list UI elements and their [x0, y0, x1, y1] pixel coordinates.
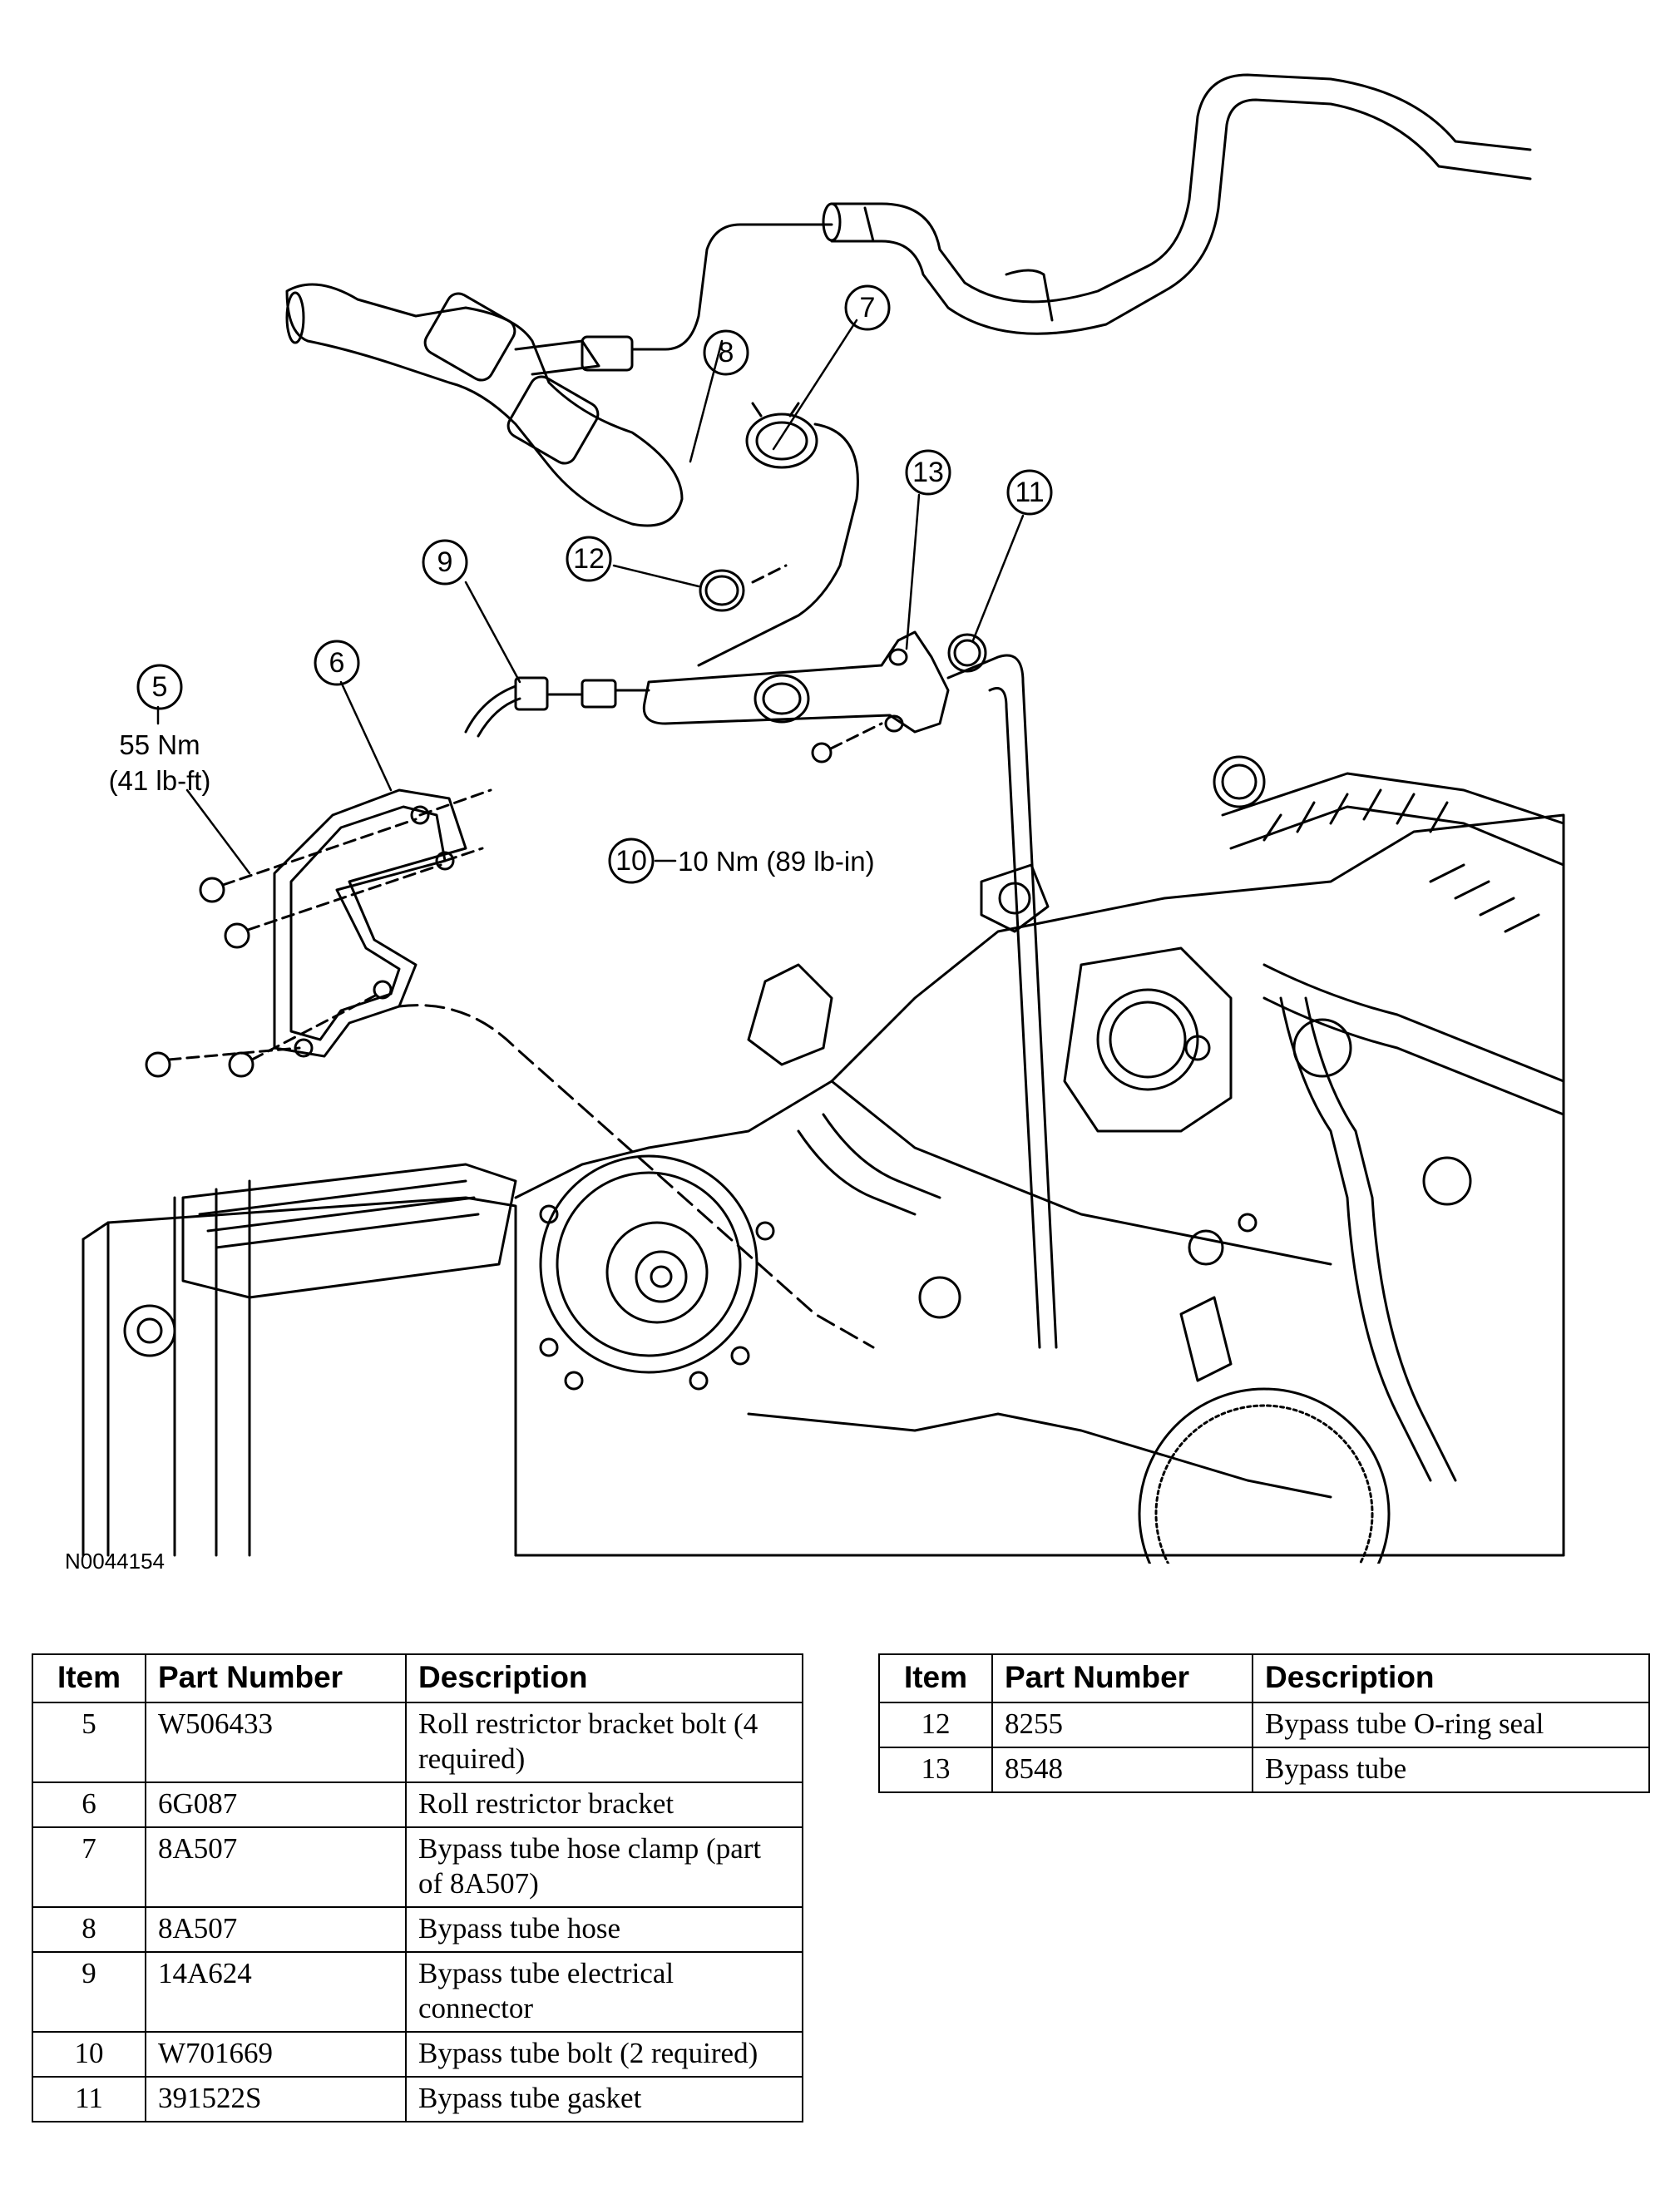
- cell-description: Bypass tube O-ring seal: [1252, 1702, 1650, 1748]
- engine-block: [514, 813, 1565, 1564]
- radiator: [82, 1163, 517, 1557]
- table-row: 11 391522S Bypass tube gasket: [32, 2076, 803, 2122]
- callout-6: 6: [329, 647, 345, 679]
- cell-part-number: 8548: [991, 1747, 1253, 1793]
- cell-part-number: 6G087: [145, 1781, 407, 1828]
- parts-table-right: Item Part Number Description 12 8255 Byp…: [878, 1653, 1650, 1793]
- callout-7: 7: [860, 292, 876, 324]
- cell-description: Bypass tube electrical connector: [405, 1951, 803, 2033]
- header-part-number: Part Number: [991, 1653, 1253, 1703]
- table-row: 9 14A624 Bypass tube electrical connecto…: [32, 1951, 803, 2033]
- callout-5: 5: [152, 671, 168, 703]
- cell-description: Roll restrictor bracket bolt (4 required…: [405, 1702, 803, 1783]
- cell-part-number: 8A507: [145, 1826, 407, 1908]
- callout-13: 13: [912, 457, 944, 488]
- header-description: Description: [1252, 1653, 1650, 1703]
- table-header-row: Item Part Number Description: [878, 1653, 1650, 1703]
- cell-part-number: 14A624: [145, 1951, 407, 2033]
- callout-10: 10: [615, 845, 647, 877]
- roll-restrictor-bracket: [273, 788, 492, 1058]
- intake-manifold: [1213, 755, 1565, 1206]
- callout-12: 12: [573, 543, 605, 575]
- bypass-tube: [642, 630, 1058, 1349]
- torque-10: 10 Nm (89 lb-in): [678, 846, 875, 877]
- table-row: 5 W506433 Roll restrictor bracket bolt (…: [32, 1702, 803, 1783]
- cell-item: 13: [878, 1747, 993, 1793]
- callout-circles: [136, 284, 1053, 884]
- cell-part-number: W701669: [145, 2031, 407, 2078]
- table-header-row: Item Part Number Description: [32, 1653, 803, 1703]
- cell-description: Roll restrictor bracket: [405, 1781, 803, 1828]
- cell-item: 11: [32, 2076, 146, 2122]
- torque-5-metric: 55 Nm: [119, 729, 200, 760]
- cell-description: Bypass tube hose: [405, 1906, 803, 1953]
- exploded-view-diagram: 5 6 7 8 9 10 11 12 13 55 Nm (41 lb-ft) 1…: [82, 73, 1565, 1564]
- cell-item: 7: [32, 1826, 146, 1908]
- cell-item: 8: [32, 1906, 146, 1953]
- cell-part-number: 8255: [991, 1702, 1253, 1748]
- header-part-number: Part Number: [145, 1653, 407, 1703]
- engine-details: [747, 863, 1457, 1482]
- table-row: 6 6G087 Roll restrictor bracket: [32, 1781, 803, 1828]
- water-pump: [539, 1154, 775, 1391]
- cell-description: Bypass tube gasket: [405, 2076, 803, 2122]
- cell-item: 5: [32, 1702, 146, 1783]
- cell-part-number: 391522S: [145, 2076, 407, 2122]
- table-row: 12 8255 Bypass tube O-ring seal: [878, 1702, 1650, 1748]
- table-row: 10 W701669 Bypass tube bolt (2 required): [32, 2031, 803, 2078]
- table-row: 8 8A507 Bypass tube hose: [32, 1906, 803, 1953]
- header-item: Item: [878, 1653, 993, 1703]
- cell-item: 6: [32, 1781, 146, 1828]
- torque-5-imperial: (41 lb-ft): [109, 765, 211, 796]
- parts-table-left: Item Part Number Description 5 W506433 R…: [32, 1653, 803, 2122]
- cell-item: 10: [32, 2031, 146, 2078]
- hose-clamp: [745, 402, 818, 469]
- upper-hose: [822, 73, 1532, 335]
- figure-id: N0044154: [65, 1549, 165, 1574]
- electrical-connector: [464, 676, 650, 738]
- cell-description: Bypass tube bolt (2 required): [405, 2031, 803, 2078]
- header-item: Item: [32, 1653, 146, 1703]
- cell-part-number: 8A507: [145, 1906, 407, 1953]
- cell-item: 9: [32, 1951, 146, 2033]
- callout-9: 9: [437, 546, 453, 578]
- cell-description: Bypass tube hose clamp (part of 8A507): [405, 1826, 803, 1908]
- cell-description: Bypass tube: [1252, 1747, 1650, 1793]
- header-description: Description: [405, 1653, 803, 1703]
- table-row: 7 8A507 Bypass tube hose clamp (part of …: [32, 1826, 803, 1908]
- bypass-tube-bolt: [811, 722, 883, 763]
- table-row: 13 8548 Bypass tube: [878, 1747, 1650, 1793]
- o-ring: [699, 564, 788, 612]
- throttle-body: [1063, 946, 1233, 1133]
- bracket-bolts: [145, 818, 442, 1078]
- cell-part-number: W506433: [145, 1702, 407, 1783]
- callout-8: 8: [719, 337, 734, 368]
- cell-item: 12: [878, 1702, 993, 1748]
- inlet-hose-assembly: [285, 223, 833, 527]
- callout-11: 11: [1015, 477, 1044, 508]
